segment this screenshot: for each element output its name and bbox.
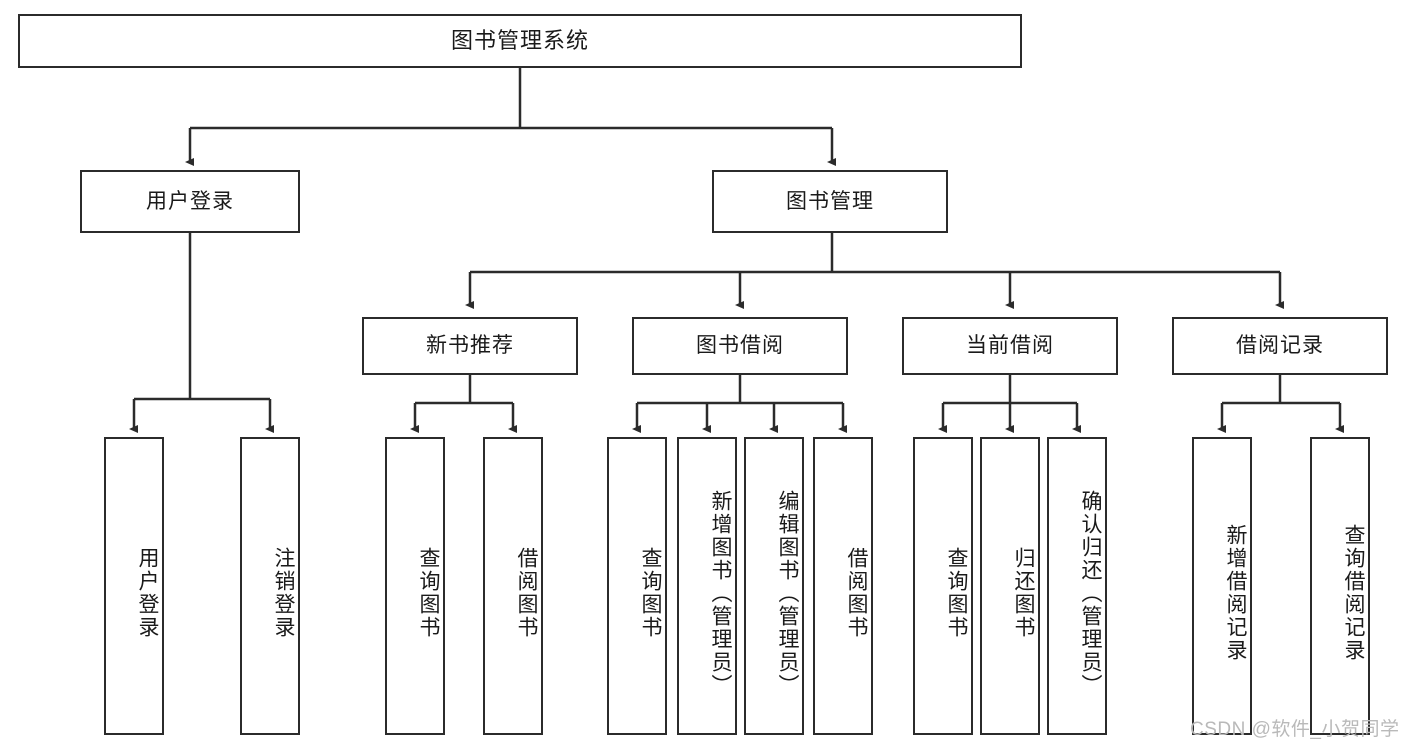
node-borrow-record[interactable]: 借阅记录 bbox=[1172, 317, 1388, 375]
csdn-watermark: CSDN @软件_小贺同学 bbox=[1190, 719, 1400, 740]
node-root[interactable]: 图书管理系统 bbox=[18, 14, 1022, 68]
leaf-borrow-record-query[interactable]: 查询借阅记录 bbox=[1310, 437, 1370, 735]
node-user-login[interactable]: 用户登录 bbox=[80, 170, 300, 233]
leaf-book-borrow-query[interactable]: 查询图书 bbox=[607, 437, 667, 735]
leaf-book-borrow-add[interactable]: 新增图书（管理员） bbox=[677, 437, 737, 735]
node-book-management[interactable]: 图书管理 bbox=[712, 170, 948, 233]
leaf-current-borrow-query[interactable]: 查询图书 bbox=[913, 437, 973, 735]
leaf-new-book-borrow[interactable]: 借阅图书 bbox=[483, 437, 543, 735]
leaf-new-book-query[interactable]: 查询图书 bbox=[385, 437, 445, 735]
leaf-current-borrow-confirm[interactable]: 确认归还（管理员） bbox=[1047, 437, 1107, 735]
leaf-user-login-login[interactable]: 用户登录 bbox=[104, 437, 164, 735]
node-new-book-recommend[interactable]: 新书推荐 bbox=[362, 317, 578, 375]
node-current-borrow[interactable]: 当前借阅 bbox=[902, 317, 1118, 375]
leaf-current-borrow-return[interactable]: 归还图书 bbox=[980, 437, 1040, 735]
leaf-borrow-record-add[interactable]: 新增借阅记录 bbox=[1192, 437, 1252, 735]
leaf-book-borrow-borrow[interactable]: 借阅图书 bbox=[813, 437, 873, 735]
node-book-borrow[interactable]: 图书借阅 bbox=[632, 317, 848, 375]
leaf-user-login-logout[interactable]: 注销登录 bbox=[240, 437, 300, 735]
leaf-book-borrow-edit[interactable]: 编辑图书（管理员） bbox=[744, 437, 804, 735]
